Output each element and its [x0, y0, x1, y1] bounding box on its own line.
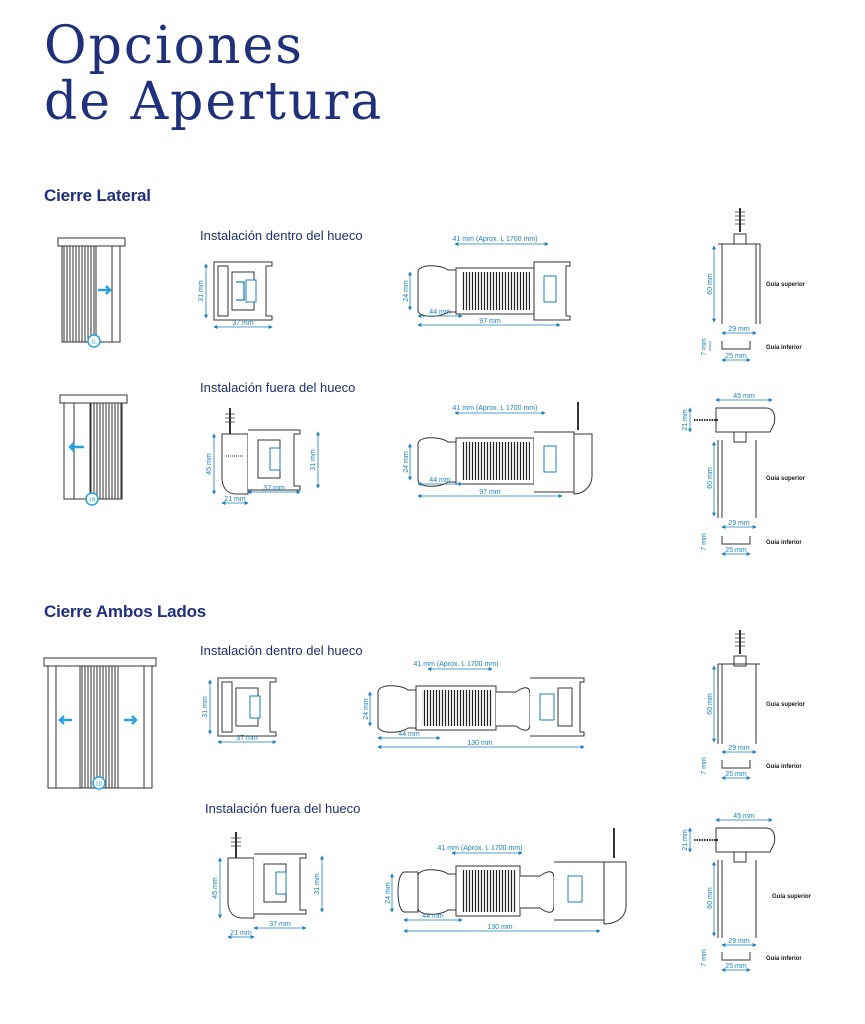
- svg-text:44 mm: 44 mm: [398, 731, 420, 738]
- svg-text:130 mm: 130 mm: [487, 924, 512, 931]
- svg-text:1L: 1L: [91, 340, 97, 346]
- profile-ambos-inside: 31 mm 37 mm: [202, 677, 277, 744]
- svg-text:Guía inferior: Guía inferior: [766, 764, 802, 770]
- svg-text:31 mm: 31 mm: [310, 449, 317, 471]
- svg-text:31 mm: 31 mm: [202, 696, 209, 718]
- subtitle-ambos-outside: Instalación fuera del hueco: [205, 801, 361, 816]
- svg-text:37 mm: 37 mm: [232, 320, 254, 327]
- svg-text:21 mm: 21 mm: [682, 409, 689, 431]
- profile-lateral-inside-wide: 41 mm (Aprox. L 1700 mm) 24 mm 44 mm 97 …: [403, 236, 571, 327]
- svg-text:Guía inferior: Guía inferior: [766, 956, 802, 962]
- subtitle-lateral-outside: Instalación fuera del hueco: [200, 380, 356, 395]
- svg-text:60 mm: 60 mm: [707, 273, 714, 295]
- door-icon-both: 1D: [43, 657, 157, 790]
- profile-ambos-outside-wide: 41 mm (Aprox. L 1700 mm) 24 mm 44 mm 130…: [385, 828, 627, 933]
- svg-text:31 mm: 31 mm: [314, 873, 321, 895]
- svg-text:25 mm: 25 mm: [725, 963, 747, 970]
- svg-text:Guía superior: Guía superior: [766, 282, 806, 288]
- svg-text:29 mm: 29 mm: [728, 520, 750, 527]
- svg-text:60 mm: 60 mm: [707, 693, 714, 715]
- badge-1l: [87, 334, 101, 348]
- svg-text:37 mm: 37 mm: [236, 735, 258, 742]
- svg-text:60 mm: 60 mm: [707, 467, 714, 489]
- svg-text:41 mm (Aprox. L 1700 mm): 41 mm (Aprox. L 1700 mm): [453, 236, 538, 243]
- svg-text:41 mm (Aprox. L 1700 mm): 41 mm (Aprox. L 1700 mm): [438, 845, 523, 852]
- svg-text:7 mm: 7 mm: [701, 338, 708, 356]
- svg-text:45 mm: 45 mm: [733, 393, 755, 400]
- svg-text:24 mm: 24 mm: [363, 698, 370, 720]
- svg-text:29 mm: 29 mm: [728, 938, 750, 945]
- svg-text:25 mm: 25 mm: [725, 771, 747, 778]
- badge-1r: [85, 492, 99, 506]
- svg-text:41 mm (Aprox. L 1700 mm): 41 mm (Aprox. L 1700 mm): [453, 405, 538, 412]
- svg-text:44 mm: 44 mm: [429, 477, 451, 484]
- section-cierre-lateral: Cierre Lateral: [44, 186, 151, 205]
- svg-text:1R: 1R: [88, 498, 95, 504]
- profile-lateral-outside-wide: 41 mm (Aprox. L 1700 mm) 24 mm 44 mm 97 …: [403, 402, 593, 498]
- arrow-right-icon: [124, 715, 138, 725]
- svg-text:Guía superior: Guía superior: [772, 894, 812, 900]
- svg-text:45 mm: 45 mm: [733, 813, 755, 820]
- section-cierre-ambos: Cierre Ambos Lados: [44, 602, 207, 621]
- profile-ambos-inside-wide: 41 mm (Aprox. L 1700 mm) 24 mm 44 mm 130…: [363, 661, 585, 749]
- svg-text:60 mm: 60 mm: [707, 887, 714, 909]
- svg-text:37 mm: 37 mm: [263, 485, 285, 492]
- svg-text:7 mm: 7 mm: [701, 757, 708, 775]
- subtitle-lateral-inside: Instalación dentro del hueco: [200, 228, 363, 243]
- svg-text:44 mm: 44 mm: [422, 913, 444, 920]
- svg-text:21 mm: 21 mm: [224, 496, 246, 503]
- guide-profile-4: 45 mm 21 mm 60 mm Guía superior 29 mm 7 …: [682, 813, 812, 972]
- svg-text:7 mm: 7 mm: [701, 949, 708, 967]
- title-line-1: Opciones: [44, 16, 304, 76]
- svg-text:Guía inferior: Guía inferior: [766, 345, 802, 351]
- svg-text:45 mm: 45 mm: [206, 453, 213, 475]
- title-line-2: de Apertura: [44, 72, 384, 132]
- svg-text:24 mm: 24 mm: [403, 280, 410, 302]
- svg-text:97 mm: 97 mm: [479, 489, 501, 496]
- arrow-left-icon: [58, 715, 72, 725]
- svg-text:7 mm: 7 mm: [701, 533, 708, 551]
- svg-text:130 mm: 130 mm: [467, 740, 492, 747]
- svg-text:29 mm: 29 mm: [728, 745, 750, 752]
- svg-text:97 mm: 97 mm: [479, 318, 501, 325]
- svg-text:1D: 1D: [95, 782, 102, 788]
- svg-text:21 mm: 21 mm: [682, 829, 689, 851]
- svg-text:24 mm: 24 mm: [403, 451, 410, 473]
- door-icon-right: 1L: [57, 237, 126, 348]
- page-title: Opciones de Apertura: [44, 18, 383, 130]
- profile-lateral-outside: 45 mm 31 mm 21 mm 37 mm: [206, 408, 320, 505]
- arrow-right-icon: [98, 285, 112, 295]
- guide-profile-3: 60 mm Guía superior 29 mm 7 mm 25 mm Guí…: [701, 630, 806, 780]
- svg-text:44 mm: 44 mm: [429, 309, 451, 316]
- svg-text:45 mm: 45 mm: [212, 877, 219, 899]
- arrow-left-icon: [68, 442, 84, 452]
- badge-1d: [92, 776, 106, 790]
- svg-text:31 mm: 31 mm: [198, 280, 205, 302]
- svg-text:Guía superior: Guía superior: [766, 476, 806, 482]
- guide-profile-2: 45 mm 21 mm 60 mm Guía superior 29 mm 7 …: [682, 393, 806, 556]
- guide-profile-1: 60 mm Guía superior 29 mm 7 mm 25 mm Guí…: [701, 208, 806, 362]
- svg-text:24 mm: 24 mm: [385, 882, 392, 904]
- svg-text:Guía inferior: Guía inferior: [766, 540, 802, 546]
- svg-text:21 mm: 21 mm: [230, 930, 252, 937]
- subtitle-ambos-inside: Instalación dentro del hueco: [200, 643, 363, 658]
- svg-text:41 mm (Aprox. L 1700 mm): 41 mm (Aprox. L 1700 mm): [414, 661, 499, 668]
- svg-text:25 mm: 25 mm: [725, 353, 747, 360]
- svg-text:25 mm: 25 mm: [725, 547, 747, 554]
- svg-text:29 mm: 29 mm: [728, 326, 750, 333]
- door-icon-left: 1R: [59, 394, 128, 506]
- svg-text:37 mm: 37 mm: [269, 921, 291, 928]
- svg-text:Guía superior: Guía superior: [766, 702, 806, 708]
- profile-ambos-outside: 45 mm 31 mm 21 mm 37 mm: [212, 832, 324, 939]
- profile-lateral-inside: 31 mm 37 mm: [198, 261, 273, 329]
